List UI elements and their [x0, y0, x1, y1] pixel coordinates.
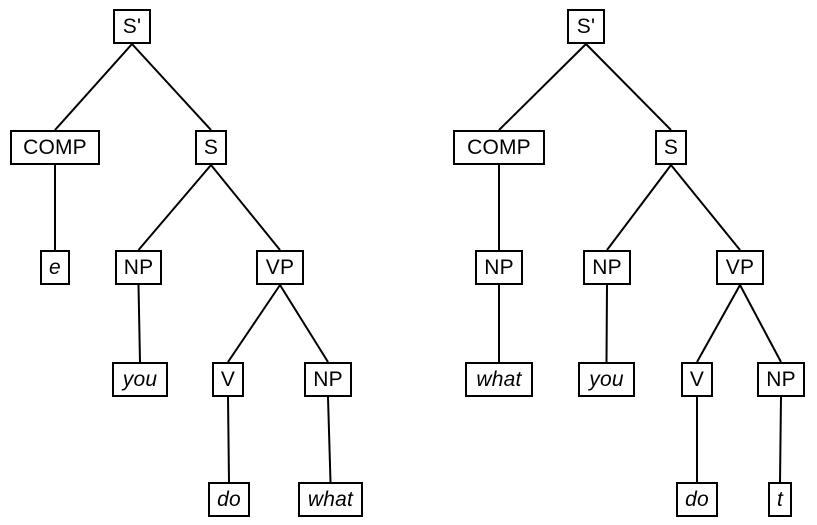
tree-branch-r-s-to-r-vp	[670, 164, 741, 251]
tree-node-label: COMP	[23, 136, 87, 159]
tree-node-label: VP	[265, 256, 295, 279]
tree-branch-r-np1-to-r-you	[605, 284, 608, 363]
tree-node-label: S'	[122, 15, 142, 38]
tree-branch-l-s-to-l-np1	[137, 164, 212, 251]
tree-branch-l-np2-to-l-what	[327, 396, 332, 483]
tree-node-l-comp: COMP	[10, 130, 100, 165]
tree-node-r-np1: NP	[583, 250, 631, 285]
tree-branch-r-s-to-r-np1	[606, 164, 672, 251]
tree-node-label: V	[689, 368, 705, 391]
tree-node-l-sbar: S'	[113, 9, 151, 44]
tree-node-r-t: t	[768, 482, 792, 517]
tree-node-r-np2: NP	[757, 362, 805, 397]
tree-node-label: you	[589, 368, 624, 391]
tree-node-r-comp: COMP	[453, 130, 545, 165]
tree-node-label: NP	[313, 368, 343, 391]
tree-branch-l-sbar-to-l-s	[131, 43, 212, 131]
tree-node-label: what	[307, 488, 354, 511]
tree-node-r-you: you	[578, 362, 635, 397]
tree-branch-r-sbar-to-r-comp	[498, 43, 587, 131]
tree-node-r-s: S	[655, 130, 687, 165]
tree-node-r-what: what	[465, 362, 533, 397]
tree-node-l-do: do	[208, 482, 250, 517]
tree-node-label: do	[217, 488, 241, 511]
tree-node-label: COMP	[467, 136, 531, 159]
tree-branch-l-vp-to-l-np2	[279, 284, 329, 363]
tree-node-label: e	[49, 256, 61, 279]
tree-node-r-sbar: S'	[567, 9, 605, 44]
tree-branch-r-np2-to-r-t	[779, 396, 782, 483]
tree-node-l-v: V	[212, 362, 244, 397]
tree-node-r-np0: NP	[475, 250, 523, 285]
tree-node-label: you	[122, 368, 158, 391]
tree-node-l-np2: NP	[304, 362, 352, 397]
tree-node-label: VP	[725, 256, 755, 279]
tree-node-label: t	[776, 488, 784, 511]
tree-node-l-e: e	[40, 250, 70, 285]
tree-node-l-what: what	[298, 482, 363, 517]
tree-branch-r-sbar-to-r-s	[585, 43, 672, 131]
tree-branch-l-v-to-l-do	[227, 396, 230, 483]
tree-node-r-do: do	[676, 482, 718, 517]
tree-node-label: NP	[123, 256, 154, 279]
tree-branch-l-np1-to-l-you	[137, 284, 141, 363]
tree-node-l-np1: NP	[115, 250, 162, 285]
tree-node-label: S'	[576, 15, 596, 38]
tree-node-l-s: S	[195, 130, 227, 165]
tree-node-r-v: V	[681, 362, 713, 397]
tree-branch-r-vp-to-r-np2	[739, 284, 782, 363]
tree-node-label: NP	[592, 256, 622, 279]
tree-node-label: do	[685, 488, 709, 511]
tree-branch-l-vp-to-l-v	[227, 284, 281, 363]
tree-branch-l-sbar-to-l-comp	[54, 43, 133, 131]
tree-branch-r-vp-to-r-v	[696, 284, 741, 363]
tree-node-label: S	[663, 136, 679, 159]
tree-node-label: NP	[484, 256, 514, 279]
tree-node-l-you: you	[112, 362, 168, 397]
tree-node-label: what	[476, 368, 522, 391]
tree-node-l-vp: VP	[256, 250, 304, 285]
tree-branch-l-s-to-l-vp	[210, 164, 281, 251]
tree-node-label: S	[203, 136, 219, 159]
tree-node-r-vp: VP	[716, 250, 764, 285]
tree-node-label: V	[220, 368, 236, 391]
tree-node-label: NP	[766, 368, 796, 391]
